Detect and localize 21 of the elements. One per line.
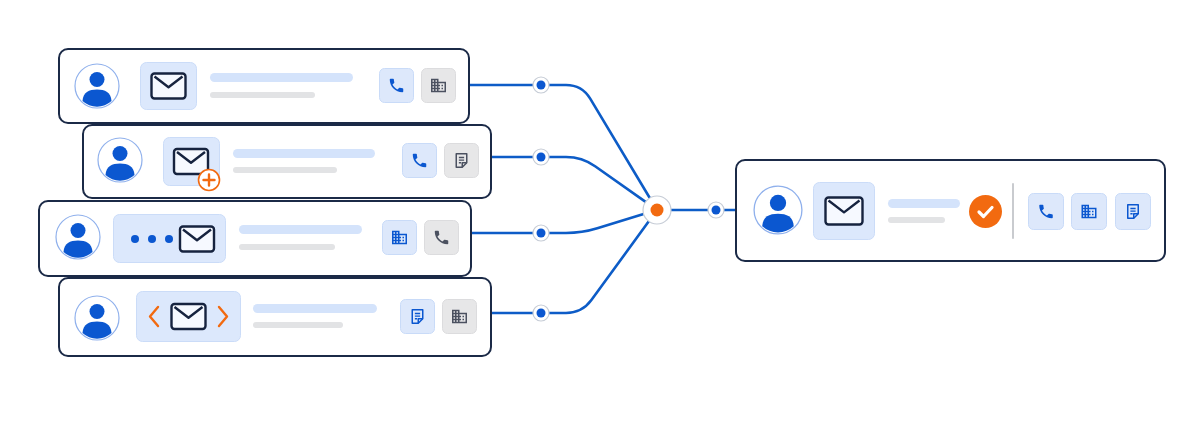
connector-line [490,155,535,159]
junction-dot [532,76,550,94]
connector-line [547,220,651,315]
contact-card [38,200,472,277]
connector-line [547,155,647,204]
connector-line [470,231,535,235]
connector-line [468,83,535,87]
junction-dot [532,148,550,166]
junction-dot [707,201,725,219]
merged-contact-card [735,159,1166,262]
contact-card [82,124,492,199]
junction-dot [532,224,550,242]
connector-line [722,208,737,212]
contact-card [58,48,470,124]
junction-dot [532,304,550,322]
merge-dot [642,195,672,225]
connector-line [547,212,645,235]
connector-line [490,311,535,315]
connector-line [669,208,710,212]
connector-line [547,83,652,200]
contact-card [58,277,492,357]
